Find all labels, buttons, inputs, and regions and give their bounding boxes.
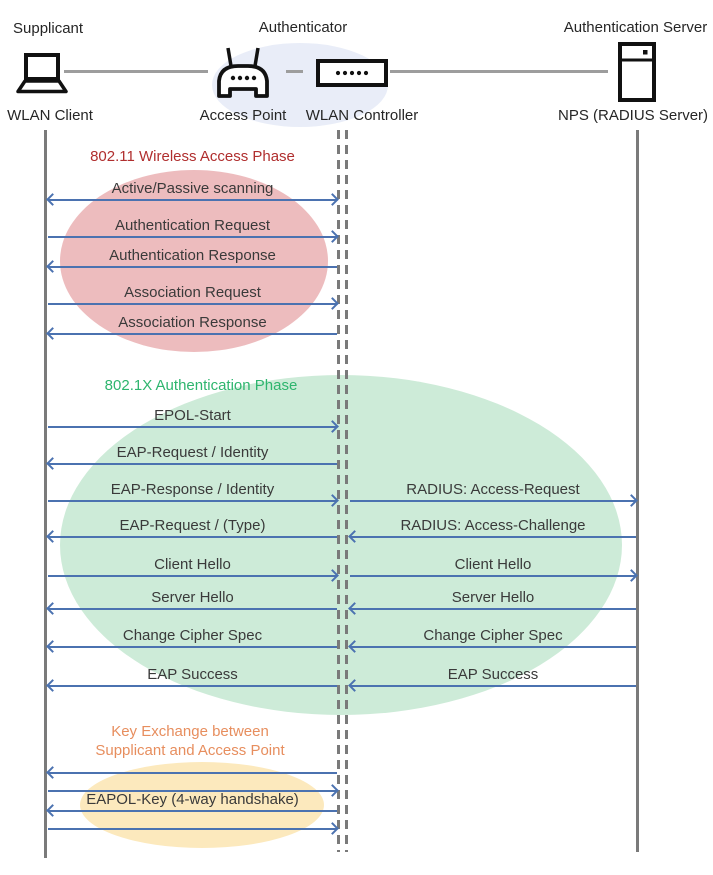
phase3-ellipse: [80, 762, 324, 848]
message-change-cipher-spec-left: Change Cipher Spec: [46, 622, 337, 653]
message-server-hello-right: Server Hello: [348, 584, 636, 615]
message-label: Authentication Request: [114, 217, 271, 234]
lifeline-wlan-client: [44, 130, 47, 858]
arrow-line: [46, 766, 337, 779]
arrow-line: [350, 569, 638, 582]
message-authentication-request: Authentication Request: [48, 212, 339, 243]
message-eap-success-right: EAP Success: [348, 661, 636, 692]
phase2-title: 802.1X Authentication Phase: [104, 377, 298, 394]
arrow-line: [48, 420, 339, 433]
arrowhead-right-icon: [326, 822, 339, 835]
phase1-title: 802.11 Wireless Access Phase: [90, 148, 295, 165]
message-label: Active/Passive scanning: [111, 180, 274, 197]
arrow-line: [46, 804, 337, 817]
arrow-line: [46, 602, 337, 615]
message-label: Server Hello: [151, 589, 234, 606]
role-label-supplicant: Supplicant: [13, 20, 84, 37]
message-label: EPOL-Start: [154, 407, 231, 424]
message-label: Client Hello: [454, 556, 532, 573]
message-eap-response-identity: EAP-Response / Identity: [48, 476, 339, 507]
message-label: EAP Success: [447, 666, 539, 683]
lifeline-wlan-controller-right: [345, 130, 348, 852]
access-point-icon: [213, 46, 273, 106]
phase3-title-line1: Key Exchange between: [111, 723, 269, 740]
arrow-line: [48, 784, 339, 797]
arrow-line: [350, 494, 638, 507]
server-icon: [617, 42, 657, 107]
lifeline-nps: [636, 130, 639, 852]
phase3-title: Key Exchange between Supplicant and Acce…: [48, 722, 332, 760]
message-eap-success-left: EAP Success: [46, 661, 337, 692]
message-radius-access-challenge: RADIUS: Access-Challenge: [348, 512, 636, 543]
arrow-line: [46, 327, 337, 340]
node-label-access-point: Access Point: [199, 107, 287, 124]
message-label: EAP-Response / Identity: [110, 481, 275, 498]
message-change-cipher-spec-right: Change Cipher Spec: [348, 622, 636, 653]
node-label-wlan-controller: WLAN Controller: [305, 107, 419, 124]
message-label: RADIUS: Access-Challenge: [400, 517, 586, 534]
message-label: Association Request: [124, 284, 261, 301]
message-label: EAP Success: [147, 666, 238, 683]
node-label-nps: NPS (RADIUS Server): [558, 107, 709, 124]
arrow-line: [48, 822, 339, 835]
arrow-line: [48, 230, 339, 243]
message-eapol-key-3: EAPOL-Key (4-way handshake): [46, 786, 337, 817]
connector-line-segment: [390, 70, 608, 73]
message-eapol-key-4: [48, 804, 339, 835]
message-server-hello-left: Server Hello: [46, 584, 337, 615]
role-label-authentication-server: Authentication Server: [563, 19, 708, 36]
phase3-title-line2: Supplicant and Access Point: [95, 742, 285, 759]
message-label: Client Hello: [154, 556, 231, 573]
message-eapol-key-2: [48, 766, 339, 797]
arrow-line: [348, 679, 636, 692]
phase2-ellipse: [60, 375, 622, 715]
connector-line-segment: [64, 70, 208, 73]
laptop-icon: [16, 53, 68, 100]
message-eap-request-type: EAP-Request / (Type): [46, 512, 337, 543]
lifeline-wlan-controller-left: [337, 130, 340, 852]
message-active-passive-scanning: Active/Passive scanning: [46, 175, 339, 206]
arrow-line: [48, 297, 339, 310]
arrow-line: [46, 260, 337, 273]
message-label: Change Cipher Spec: [122, 627, 263, 644]
message-label: Authentication Response: [109, 247, 276, 264]
wlan-controller-icon: [316, 59, 388, 92]
message-label: Change Cipher Spec: [423, 627, 563, 644]
message-eap-request-identity: EAP-Request / Identity: [46, 439, 337, 470]
message-label: Association Response: [118, 314, 267, 331]
message-label: EAPOL-Key (4-way handshake): [86, 791, 299, 808]
message-authentication-response: Authentication Response: [46, 242, 337, 273]
message-label: EAP-Request / (Type): [119, 517, 266, 534]
role-label-authenticator: Authenticator: [258, 19, 348, 36]
message-label: RADIUS: Access-Request: [406, 481, 580, 498]
message-epol-start: EPOL-Start: [48, 402, 339, 433]
message-association-request: Association Request: [48, 279, 339, 310]
arrow-line: [46, 193, 339, 206]
message-association-response: Association Response: [46, 309, 337, 340]
message-client-hello-right: Client Hello: [350, 551, 638, 582]
arrow-line: [46, 679, 337, 692]
arrow-line: [46, 457, 337, 470]
arrow-line: [48, 494, 339, 507]
message-label: Server Hello: [451, 589, 535, 606]
arrow-line: [348, 530, 636, 543]
arrow-line: [46, 640, 337, 653]
arrow-line: [348, 602, 636, 615]
connector-line-dash: [286, 70, 303, 73]
node-label-wlan-client: WLAN Client: [7, 107, 93, 124]
arrow-line: [48, 569, 339, 582]
message-label: EAP-Request / Identity: [116, 444, 269, 461]
message-eapol-key-1: [46, 748, 337, 779]
arrow-line: [46, 530, 337, 543]
message-radius-access-request: RADIUS: Access-Request: [350, 476, 638, 507]
arrow-line: [348, 640, 636, 653]
message-client-hello-left: Client Hello: [48, 551, 339, 582]
